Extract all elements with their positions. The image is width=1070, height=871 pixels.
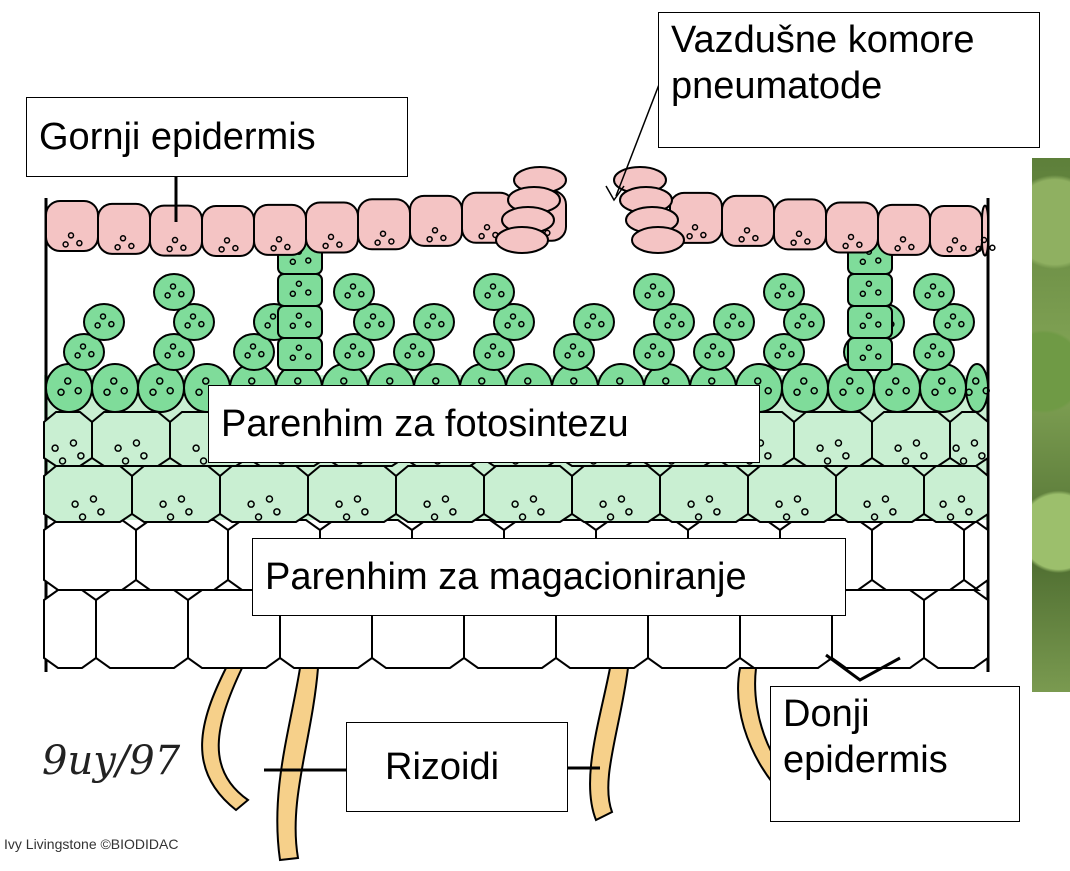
epidermis-cell [202,206,254,256]
pillar-cell [848,338,892,370]
filament-cell [764,274,804,310]
label-air-chambers-line2: pneumatode [671,63,1027,109]
chlorenchyma-cell [782,364,828,412]
label-storage-parenchyma-text: Parenhim za magacioniranje [265,543,833,611]
rhizoid [590,668,628,820]
epidermis-cell [722,196,774,246]
pore-cell [632,227,684,253]
epidermis-cell [410,196,462,246]
filament-cell [84,304,124,340]
storage-cell [964,520,988,590]
chlorenchyma-cell [46,364,92,412]
epidermis-cell [306,202,358,252]
pillar-cell [848,306,892,338]
filament-cell [634,274,674,310]
pillar-cell [278,306,322,338]
pillar-cell [278,338,322,370]
pillar-cell [848,274,892,306]
filament-cell [714,304,754,340]
photosynthetic-cell [484,466,572,522]
epidermis-cell [930,206,982,256]
label-storage-parenchyma: Parenhim za magacioniranje [252,538,846,616]
photosynthetic-cell [872,412,950,466]
photosynthetic-cell [396,466,484,522]
label-rhizoids-text: Rizoidi [385,727,555,807]
label-rhizoids: Rizoidi [346,722,568,812]
epidermis-cell [46,201,98,251]
chlorenchyma-cell [920,364,966,412]
chlorenchyma-cell [138,364,184,412]
pore-cell [496,227,548,253]
photosynthetic-cell [836,466,924,522]
photosynthetic-cell [132,466,220,522]
filament-cell [414,304,454,340]
storage-cell [44,590,96,668]
chlorenchyma-filaments [64,242,974,370]
chloroplast [990,245,995,250]
label-upper-epidermis-text: Gornji epidermis [39,102,395,172]
epidermis-cell [878,205,930,255]
rhizoid [277,668,318,860]
epidermis-cell [826,203,878,253]
label-air-chambers-line1: Vazdušne komore [671,17,1027,63]
storage-cell [924,590,988,668]
artist-signature: 9uy/97 [42,738,180,784]
photosynthetic-cell [220,466,308,522]
label-upper-epidermis: Gornji epidermis [26,97,408,177]
label-lower-epidermis-line2: epidermis [783,737,1007,783]
label-lower-epidermis-line1: Donji [783,691,1007,737]
upper-epidermis-cells [46,167,995,256]
storage-cell [872,520,964,590]
filament-cell [474,274,514,310]
epidermis-cell [982,206,988,256]
label-photosynthetic-parenchyma: Parenhim za fotosintezu [208,385,760,463]
epidermis-cell [774,199,826,249]
photosynthetic-cell [92,412,170,466]
storage-cell [44,520,136,590]
chlorenchyma-cell [92,364,138,412]
photosynthetic-cell [308,466,396,522]
storage-cell [96,590,188,668]
image-credit: Ivy Livingstone ©BIODIDAC [4,836,179,852]
photosynthetic-cell [924,466,988,522]
liverwort-photo-strip [1032,158,1070,692]
photosynthetic-cell [44,412,92,466]
label-lower-epidermis: Donji epidermis [770,686,1020,822]
pillar-cell [278,274,322,306]
photosynthetic-cell [748,466,836,522]
photosynthetic-cell [660,466,748,522]
rhizoid [202,668,248,810]
label-photosynthetic-parenchyma-text: Parenhim za fotosintezu [221,390,747,458]
label-air-chambers: Vazdušne komore pneumatode [658,12,1040,148]
filament-cell [154,274,194,310]
filament-cell [334,274,374,310]
epidermis-cell [254,205,306,255]
filament-cell [914,274,954,310]
epidermis-cell [358,199,410,249]
photosynthetic-cell [572,466,660,522]
photosynthetic-cell [794,412,872,466]
storage-cell [136,520,228,590]
filament-cell [574,304,614,340]
photosynthetic-cell [950,412,988,466]
chlorenchyma-cell [874,364,920,412]
epidermis-cell [98,204,150,254]
photosynthetic-cell [44,466,132,522]
chlorenchyma-cell [828,364,874,412]
